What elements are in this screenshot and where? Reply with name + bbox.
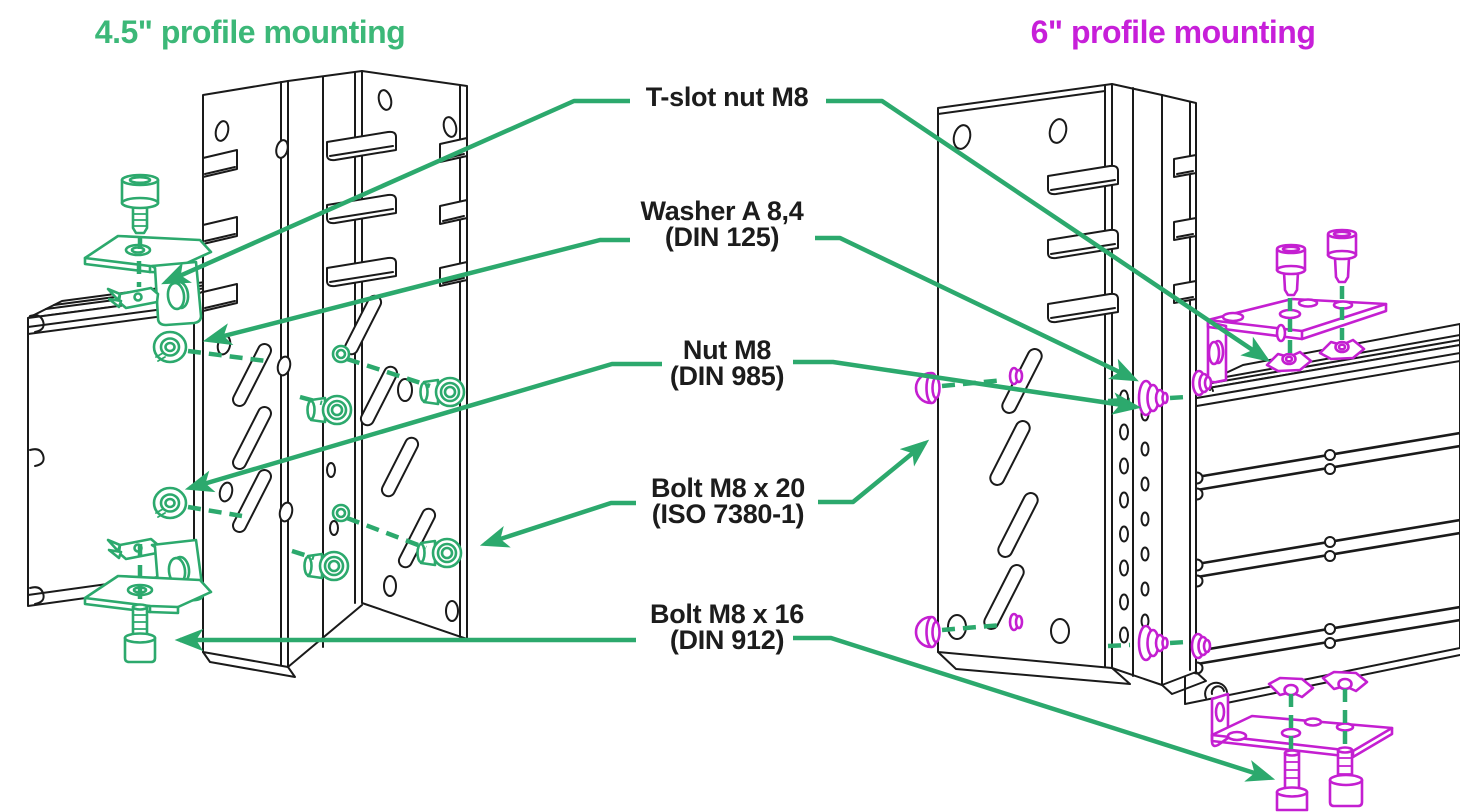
tslot-nut-top-right-1-icon (1265, 350, 1313, 373)
callout-bolt-m8x20: Bolt M8 x 20 (ISO 7380-1) (651, 473, 805, 529)
button-bolt-2-icon (419, 376, 466, 408)
leader-nut-right (793, 359, 1142, 415)
bolt-din912-top-left-icon (120, 173, 160, 235)
flange-nut-lower-right-icon (1137, 624, 1169, 662)
hardware-green (83, 173, 466, 664)
flange-nut-upper-right-icon (1137, 379, 1169, 417)
callout-line: Bolt M8 x 20 (651, 473, 805, 503)
title-left-profile: 4.5" profile mounting (94, 14, 406, 50)
title-right-profile: 6" profile mounting (1030, 14, 1316, 50)
callout-washer: Washer A 8,4 (DIN 125) (640, 196, 804, 252)
bolt-end-cap-1-icon (331, 344, 351, 364)
angle-bracket-bottom-left-icon (83, 538, 213, 615)
callout-tslot-nut: T-slot nut M8 (645, 82, 809, 112)
callout-line: T-slot nut M8 (645, 82, 809, 112)
callout-line: (DIN 985) (669, 361, 785, 391)
leader-nut-left (184, 361, 662, 493)
far-nut-upper-icon (1008, 366, 1024, 386)
callout-line: Bolt M8 x 16 (650, 599, 804, 629)
junction-nut-upper-icon (1191, 369, 1213, 397)
leader-tslot-left (161, 98, 630, 285)
bracket-left (202, 70, 468, 678)
callout-bolt-m8x16: Bolt M8 x 16 (DIN 912) (650, 599, 804, 655)
callout-line: Washer A 8,4 (640, 196, 804, 226)
dome-bolt-lower-right-icon (914, 615, 941, 649)
leader-lines (161, 98, 1276, 782)
leader-bolt16-right (793, 635, 1276, 782)
bolt-din912-bottom-left-icon (123, 603, 157, 664)
angle-bracket-bottom-right-icon (1210, 692, 1394, 759)
callout-line: (DIN 912) (669, 625, 785, 655)
flange-nut-upper-left-icon (152, 330, 188, 364)
bolt-din912-top-right-1-icon (1275, 243, 1307, 297)
hardware-magenta (914, 228, 1394, 812)
flange-nut-lower-left-icon (152, 486, 188, 520)
bolt-din912-bottom-right-1-icon (1275, 749, 1309, 812)
bolt-din912-bottom-right-2-icon (1328, 746, 1364, 808)
leader-washer-right (815, 235, 1139, 382)
bolt-end-cap-2-icon (331, 503, 351, 523)
leader-bolt20-right (818, 439, 930, 505)
tslot-nut-bottom-right-2-icon (1321, 670, 1369, 693)
profile-6-inch (1183, 323, 1460, 707)
callout-line: (ISO 7380-1) (651, 499, 805, 529)
leader-bolt20-left (479, 500, 636, 548)
callout-nut: Nut M8 (DIN 985) (669, 335, 785, 391)
callout-line: (DIN 125) (664, 222, 780, 252)
bolt-din912-top-right-2-icon (1326, 228, 1358, 284)
button-bolt-1-icon (306, 394, 353, 426)
button-bolt-3-icon (303, 550, 350, 582)
far-nut-lower-icon (1008, 612, 1024, 632)
junction-nut-lower-icon (1190, 632, 1212, 660)
button-bolt-4-icon (416, 537, 463, 569)
bracket-right (937, 83, 1207, 695)
callout-line: Nut M8 (682, 335, 772, 365)
leader-washer-left (202, 237, 630, 346)
leader-tslot-right (826, 98, 1271, 363)
tslot-nut-top-right-2-icon (1318, 338, 1366, 361)
